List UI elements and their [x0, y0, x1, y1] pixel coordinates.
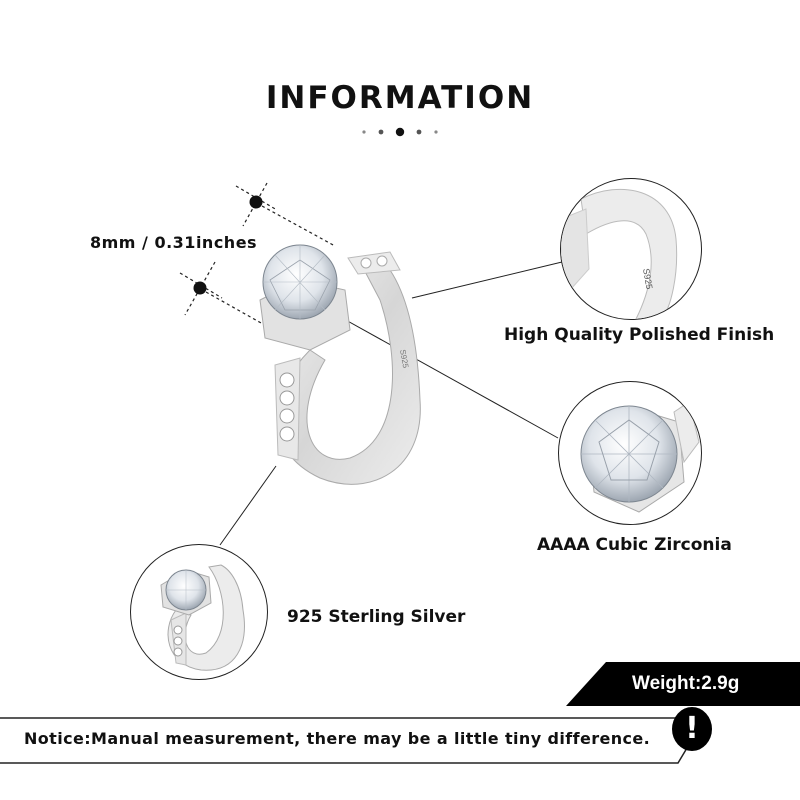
svg-text:S925: S925 [641, 268, 655, 290]
feature-circle-sterling-silver [130, 544, 268, 680]
weight-banner [566, 662, 800, 706]
decorative-dots [362, 127, 438, 137]
size-measurement-label: 8mm / 0.31inches [90, 233, 258, 252]
feature-label-sterling-silver: 925 Sterling Silver [287, 607, 466, 627]
notice-text: Notice:Manual measurement, there may be … [24, 729, 651, 748]
svg-text:S925: S925 [398, 349, 410, 370]
feature-label-cubic-zirconia: AAAA Cubic Zirconia [537, 535, 732, 555]
page-title: INFORMATION [265, 80, 535, 116]
ring-band-closeup-image: S925 [561, 188, 678, 319]
feature-circle-cubic-zirconia [558, 381, 702, 525]
full-ring-thumbnail-image [160, 564, 245, 671]
weight-label: Weight:2.9g [632, 673, 740, 694]
feature-label-polished-finish: High Quality Polished Finish [504, 325, 775, 345]
exclamation-icon: ! [672, 707, 712, 751]
feature-circle-polished-finish: S925 [560, 178, 702, 320]
stone-closeup-image [580, 401, 700, 513]
main-ring-image: S925 [259, 244, 421, 485]
